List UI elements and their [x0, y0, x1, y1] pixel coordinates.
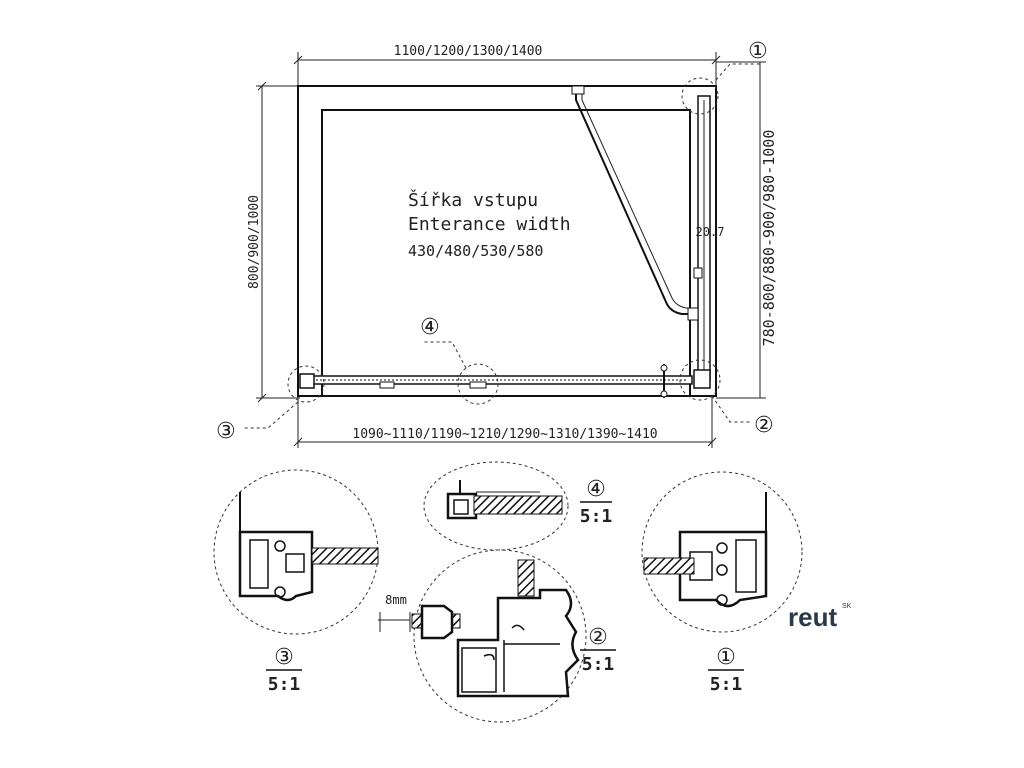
detail-3-number: ③ [274, 644, 294, 669]
detail-4 [423, 461, 569, 551]
bottom-width-dimension [293, 396, 717, 448]
tray-inner-edge [321, 109, 691, 396]
left-depth-dimension [256, 81, 300, 403]
gap-label: 8mm [385, 593, 407, 607]
callout-circle-4 [457, 363, 499, 405]
detail-1 [641, 471, 803, 633]
callout-circle-1 [681, 77, 719, 115]
callout-2: ② [754, 412, 774, 437]
detail-4-number: ④ [586, 476, 606, 501]
detail-2 [378, 549, 587, 723]
entrance-values: 430/480/530/580 [408, 242, 543, 260]
detail-3 [213, 469, 379, 635]
callout-4: ④ [420, 314, 440, 339]
right-depth-dimension [716, 61, 766, 399]
right-depth-label: 780-800/880-900/980-1000 [760, 130, 778, 347]
entrance-label-en: Enterance width [408, 214, 571, 235]
brand-suffix: SK [842, 603, 852, 610]
detail-1-scale: 5:1 [710, 674, 743, 695]
front-glass [299, 364, 711, 398]
bottom-width-label: 1090~1110/1190~1210/1290~1310/1390~1410 [352, 427, 657, 442]
sliding-door-path [571, 85, 699, 321]
brand-logo: reut SK [788, 602, 852, 632]
brand-name: reut [788, 602, 837, 632]
callout-circle-3 [287, 365, 325, 403]
detail-4-scale: 5:1 [580, 506, 613, 527]
callout-3: ③ [216, 418, 236, 443]
tray-outline [297, 85, 717, 397]
left-depth-label: 800/900/1000 [247, 195, 262, 289]
profile-offset-label: 20.7 [696, 225, 725, 239]
callout-1: ① [748, 38, 768, 63]
detail-3-scale: 5:1 [268, 674, 301, 695]
entrance-label-cz: Šířka vstupu [408, 189, 538, 211]
detail-2-number: ② [588, 624, 608, 649]
detail-2-scale: 5:1 [582, 654, 615, 675]
detail-1-number: ① [716, 644, 736, 669]
plan-view: 1100/1200/1300/1400 800/900/1000 780-800… [216, 38, 778, 448]
top-width-label: 1100/1200/1300/1400 [394, 44, 543, 59]
callout-circle-2 [679, 359, 721, 401]
